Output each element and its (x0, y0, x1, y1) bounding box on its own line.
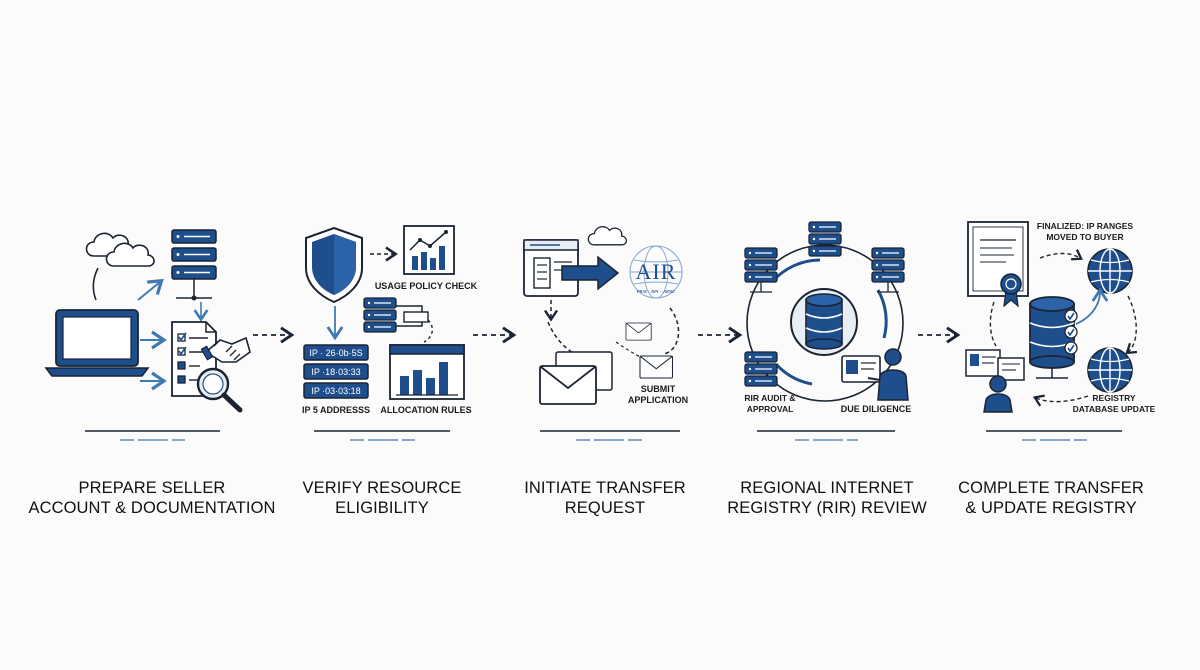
ip-row-1: IP · 26·0b·5S (309, 348, 362, 358)
ip-row-2: IP ·18·03:33 (311, 367, 360, 377)
connector-line (92, 267, 99, 301)
step-4-title: REGIONAL INTERNET REGISTRY (RIR) REVIEW (697, 478, 957, 518)
ip-row-3: IP ·03·03:18 (311, 386, 360, 396)
finalized-label-2: MOVED TO BUYER (1046, 232, 1123, 242)
step-5-illustration: FINALIZED: IP RANGES MOVED TO BUYER (965, 221, 1156, 441)
ip-addresses-label: IP 5 ADDRESSS (302, 405, 370, 415)
globe-icon (629, 245, 683, 299)
envelope-icon (625, 322, 652, 341)
step-1-title-line-2: ACCOUNT & DOCUMENTATION (28, 499, 276, 517)
magnifier-icon (196, 367, 243, 413)
envelope-icon (639, 355, 674, 379)
chart-icon (389, 344, 465, 400)
chart-icon (403, 225, 455, 275)
due-diligence-label: DUE DILIGENCE (841, 404, 912, 414)
submit-label-2: APPLICATION (628, 395, 688, 405)
database-icon (1029, 296, 1078, 379)
step-5-title-line-1: COMPLETE TRANSFER (958, 479, 1144, 497)
step-2-title: VERIFY RESOURCE ELIGIBILITY (252, 478, 512, 518)
step-1-title: PREPARE SELLER ACCOUNT & DOCUMENTATION (22, 478, 282, 518)
person-icon (965, 349, 1025, 413)
registry-label-1: REGISTRY (1092, 393, 1135, 403)
server-icon (171, 229, 217, 301)
certificate-icon (967, 221, 1029, 308)
step-3-title: INITIATE TRANSFER REQUEST (475, 478, 735, 518)
step-3-title-line-2: REQUEST (564, 499, 646, 517)
step-5-title: COMPLETE TRANSFER & UPDATE REGISTRY (921, 478, 1181, 518)
shield-icon (305, 226, 363, 304)
arrow-icon (137, 278, 164, 301)
step-3-illustration: AIR ᴘʀᴍ · ʀᴘɪ · ᴀʀɴᴄ SUBMIT APPLICATION (523, 226, 688, 441)
allocation-rules-label: ALLOCATION RULES (380, 405, 471, 415)
step-2-illustration: USAGE POLICY CHECK IP · 26·0b·5S IP ·18·… (302, 225, 478, 441)
server-icon (744, 247, 778, 293)
ip-server-rack (303, 344, 369, 399)
server-icon (744, 351, 778, 387)
step-5-title-line-2: & UPDATE REGISTRY (965, 499, 1137, 517)
server-icon (871, 247, 905, 293)
arrow-icon (561, 255, 620, 291)
server-icon (808, 221, 842, 257)
audit-label-2: APPROVAL (747, 404, 794, 414)
registry-label-2: DATABASE UPDATE (1073, 404, 1156, 414)
step-2-title-line-2: ELIGIBILITY (335, 499, 429, 517)
review-cycle-ring (746, 244, 904, 402)
handshake-icon (200, 336, 251, 363)
step-1-title-line-1: PREPARE SELLER (78, 479, 226, 497)
air-logo-text: AIR (636, 259, 677, 284)
laptop-icon (44, 309, 150, 377)
step-1-illustration (44, 229, 251, 441)
step-4-title-line-1: REGIONAL INTERNET (740, 479, 914, 497)
step-2-title-line-1: VERIFY RESOURCE (302, 479, 462, 497)
step-4-title-line-2: REGISTRY (RIR) REVIEW (727, 499, 927, 517)
step-3-title-line-1: INITIATE TRANSFER (524, 479, 686, 497)
step-4-illustration: RIR AUDIT & APPROVAL DUE DILIGENCE (744, 221, 912, 441)
finalized-label-1: FINALIZED: IP RANGES (1037, 221, 1134, 231)
usage-policy-label: USAGE POLICY CHECK (375, 281, 478, 291)
database-icon (790, 288, 858, 356)
cloud-icon (587, 226, 628, 246)
envelope-icon (539, 351, 613, 405)
submit-label-1: SUBMIT (641, 384, 676, 394)
server-icon (363, 297, 397, 333)
air-tagline: ᴘʀᴍ · ʀᴘɪ · ᴀʀɴᴄ (637, 288, 676, 295)
audit-label-1: RIR AUDIT & (744, 393, 795, 403)
browser-icon (523, 239, 579, 297)
person-icon (841, 348, 909, 401)
